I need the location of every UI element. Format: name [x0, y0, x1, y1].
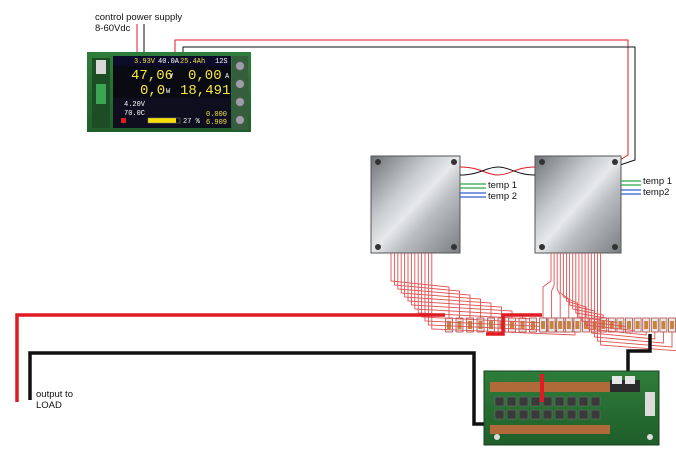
control-supply-wires — [136, 24, 636, 166]
balance-right-terminal-contact — [575, 321, 580, 329]
meter-value-a: 0.000 — [206, 111, 228, 119]
mosfet-icon — [578, 396, 589, 407]
bms-meter-display — [87, 52, 251, 132]
meter-cell-temp: 70.0C — [124, 110, 146, 118]
balance-right-wire — [559, 253, 570, 318]
right-temp1-label: temp 1 — [643, 176, 673, 187]
mosfet-icon — [566, 409, 577, 420]
balance-right-wire — [562, 253, 578, 318]
balance-right-terminal-contact — [627, 321, 631, 329]
balance-left-terminal-contact — [468, 321, 472, 329]
balance-left-terminal-contact — [531, 321, 535, 329]
meter-value-b: 6.909 — [206, 119, 228, 127]
balance-right-wire — [597, 253, 673, 348]
balance-right-wire — [581, 253, 630, 328]
control-supply-label-line1: control power supply — [95, 12, 183, 23]
mosfet-icon — [494, 396, 505, 407]
mosfet-icon — [542, 396, 553, 407]
balance-right-wire — [575, 253, 613, 320]
meter-cell-max: 4.20V — [124, 101, 146, 109]
balance-left-wire — [410, 253, 513, 318]
balance-left-terminal-contact — [457, 321, 462, 329]
balance-left-wire — [407, 253, 502, 318]
balance-right-terminal-contact — [670, 321, 674, 329]
balance-right-terminal-contact — [661, 321, 666, 329]
left-temp1-label: temp 1 — [488, 180, 518, 191]
balance-left-terminal-contact — [562, 321, 567, 329]
meter-pack-current: 0,00 — [188, 68, 222, 84]
balance-left-terminal-contact — [447, 321, 451, 329]
balance-right-terminal-contact — [541, 321, 545, 329]
meter-cell-voltage: 3.93V — [134, 58, 156, 66]
balance-left-wire — [404, 253, 492, 318]
button-icon — [235, 97, 245, 107]
balance-right-terminal-contact — [618, 321, 623, 329]
mosfet-icon — [590, 396, 601, 407]
meter-pack-current-unit: A — [225, 73, 230, 81]
meter-cell-count: 12S — [215, 58, 228, 66]
balance-wires-right — [539, 253, 676, 352]
meter-pack-voltage: 47,06 — [131, 68, 174, 84]
bms-module-right — [534, 155, 622, 254]
balance-right-terminal-contact — [566, 321, 571, 329]
meter-cell-current: 40.0A — [158, 58, 180, 66]
mosfet-icon — [506, 396, 517, 407]
mosfet-icon — [578, 409, 589, 420]
balance-right-terminal-contact — [652, 321, 657, 329]
balance-right-wire — [542, 253, 552, 318]
meter-pack-voltage-unit: V — [169, 73, 174, 81]
mosfet-icon — [518, 409, 529, 420]
mosfet-icon — [494, 409, 505, 420]
button-icon — [235, 61, 245, 71]
balance-left-wire — [397, 253, 471, 318]
balance-right-terminal-contact — [601, 321, 606, 329]
power-board — [483, 370, 660, 446]
output-label: output to LOAD — [36, 389, 73, 411]
temp-sensor-leads — [460, 180, 641, 198]
left-temp2-label: temp 2 — [488, 191, 518, 202]
power-cables — [15, 313, 652, 426]
balance-left-wire — [400, 253, 481, 318]
meter-energy: 18,491 — [180, 83, 231, 99]
mosfet-icon — [542, 409, 553, 420]
mosfet-icon — [530, 396, 541, 407]
mosfet-icon — [566, 396, 577, 407]
soc-bar-fill — [148, 118, 176, 123]
mosfet-icon — [506, 409, 517, 420]
balance-right-terminal-contact — [635, 321, 640, 329]
balance-right-terminal-contact — [644, 321, 649, 329]
meter-capacity: 25.4Ah — [180, 58, 206, 66]
balance-right-wire — [600, 253, 676, 352]
balance-right-wire — [556, 253, 561, 318]
balance-left-terminal-contact — [489, 321, 493, 329]
button-icon — [235, 115, 245, 125]
mosfet-icon — [590, 409, 601, 420]
balance-right-terminal-contact — [549, 321, 554, 329]
soc-bar-frame — [147, 117, 181, 124]
balance-right-terminal-contact — [558, 321, 563, 329]
mosfet-icon — [518, 396, 529, 407]
meter-power-unit: W — [166, 88, 171, 96]
button-icon — [235, 79, 245, 89]
control-supply-label-line2: 8-60Vdc — [95, 23, 131, 34]
mosfet-icon — [554, 409, 565, 420]
output-label-line2: LOAD — [36, 400, 62, 411]
control-supply-label: control power supply 8-60Vdc — [95, 12, 182, 34]
right-temp2-label: temp2 — [643, 187, 670, 198]
balance-right-wire — [551, 253, 555, 318]
bms-module-left — [370, 155, 461, 254]
meter-power: 0,0 — [140, 83, 166, 99]
balance-left-wire — [390, 253, 450, 318]
meter-percent: 27 % — [183, 118, 200, 126]
output-label-line1: output to — [36, 389, 73, 400]
balance-left-terminal-contact — [478, 321, 483, 329]
mosfet-icon — [554, 396, 565, 407]
mosfet-icon — [530, 409, 541, 420]
balance-left-terminal-contact — [520, 321, 525, 329]
module-link-wires — [459, 166, 536, 176]
